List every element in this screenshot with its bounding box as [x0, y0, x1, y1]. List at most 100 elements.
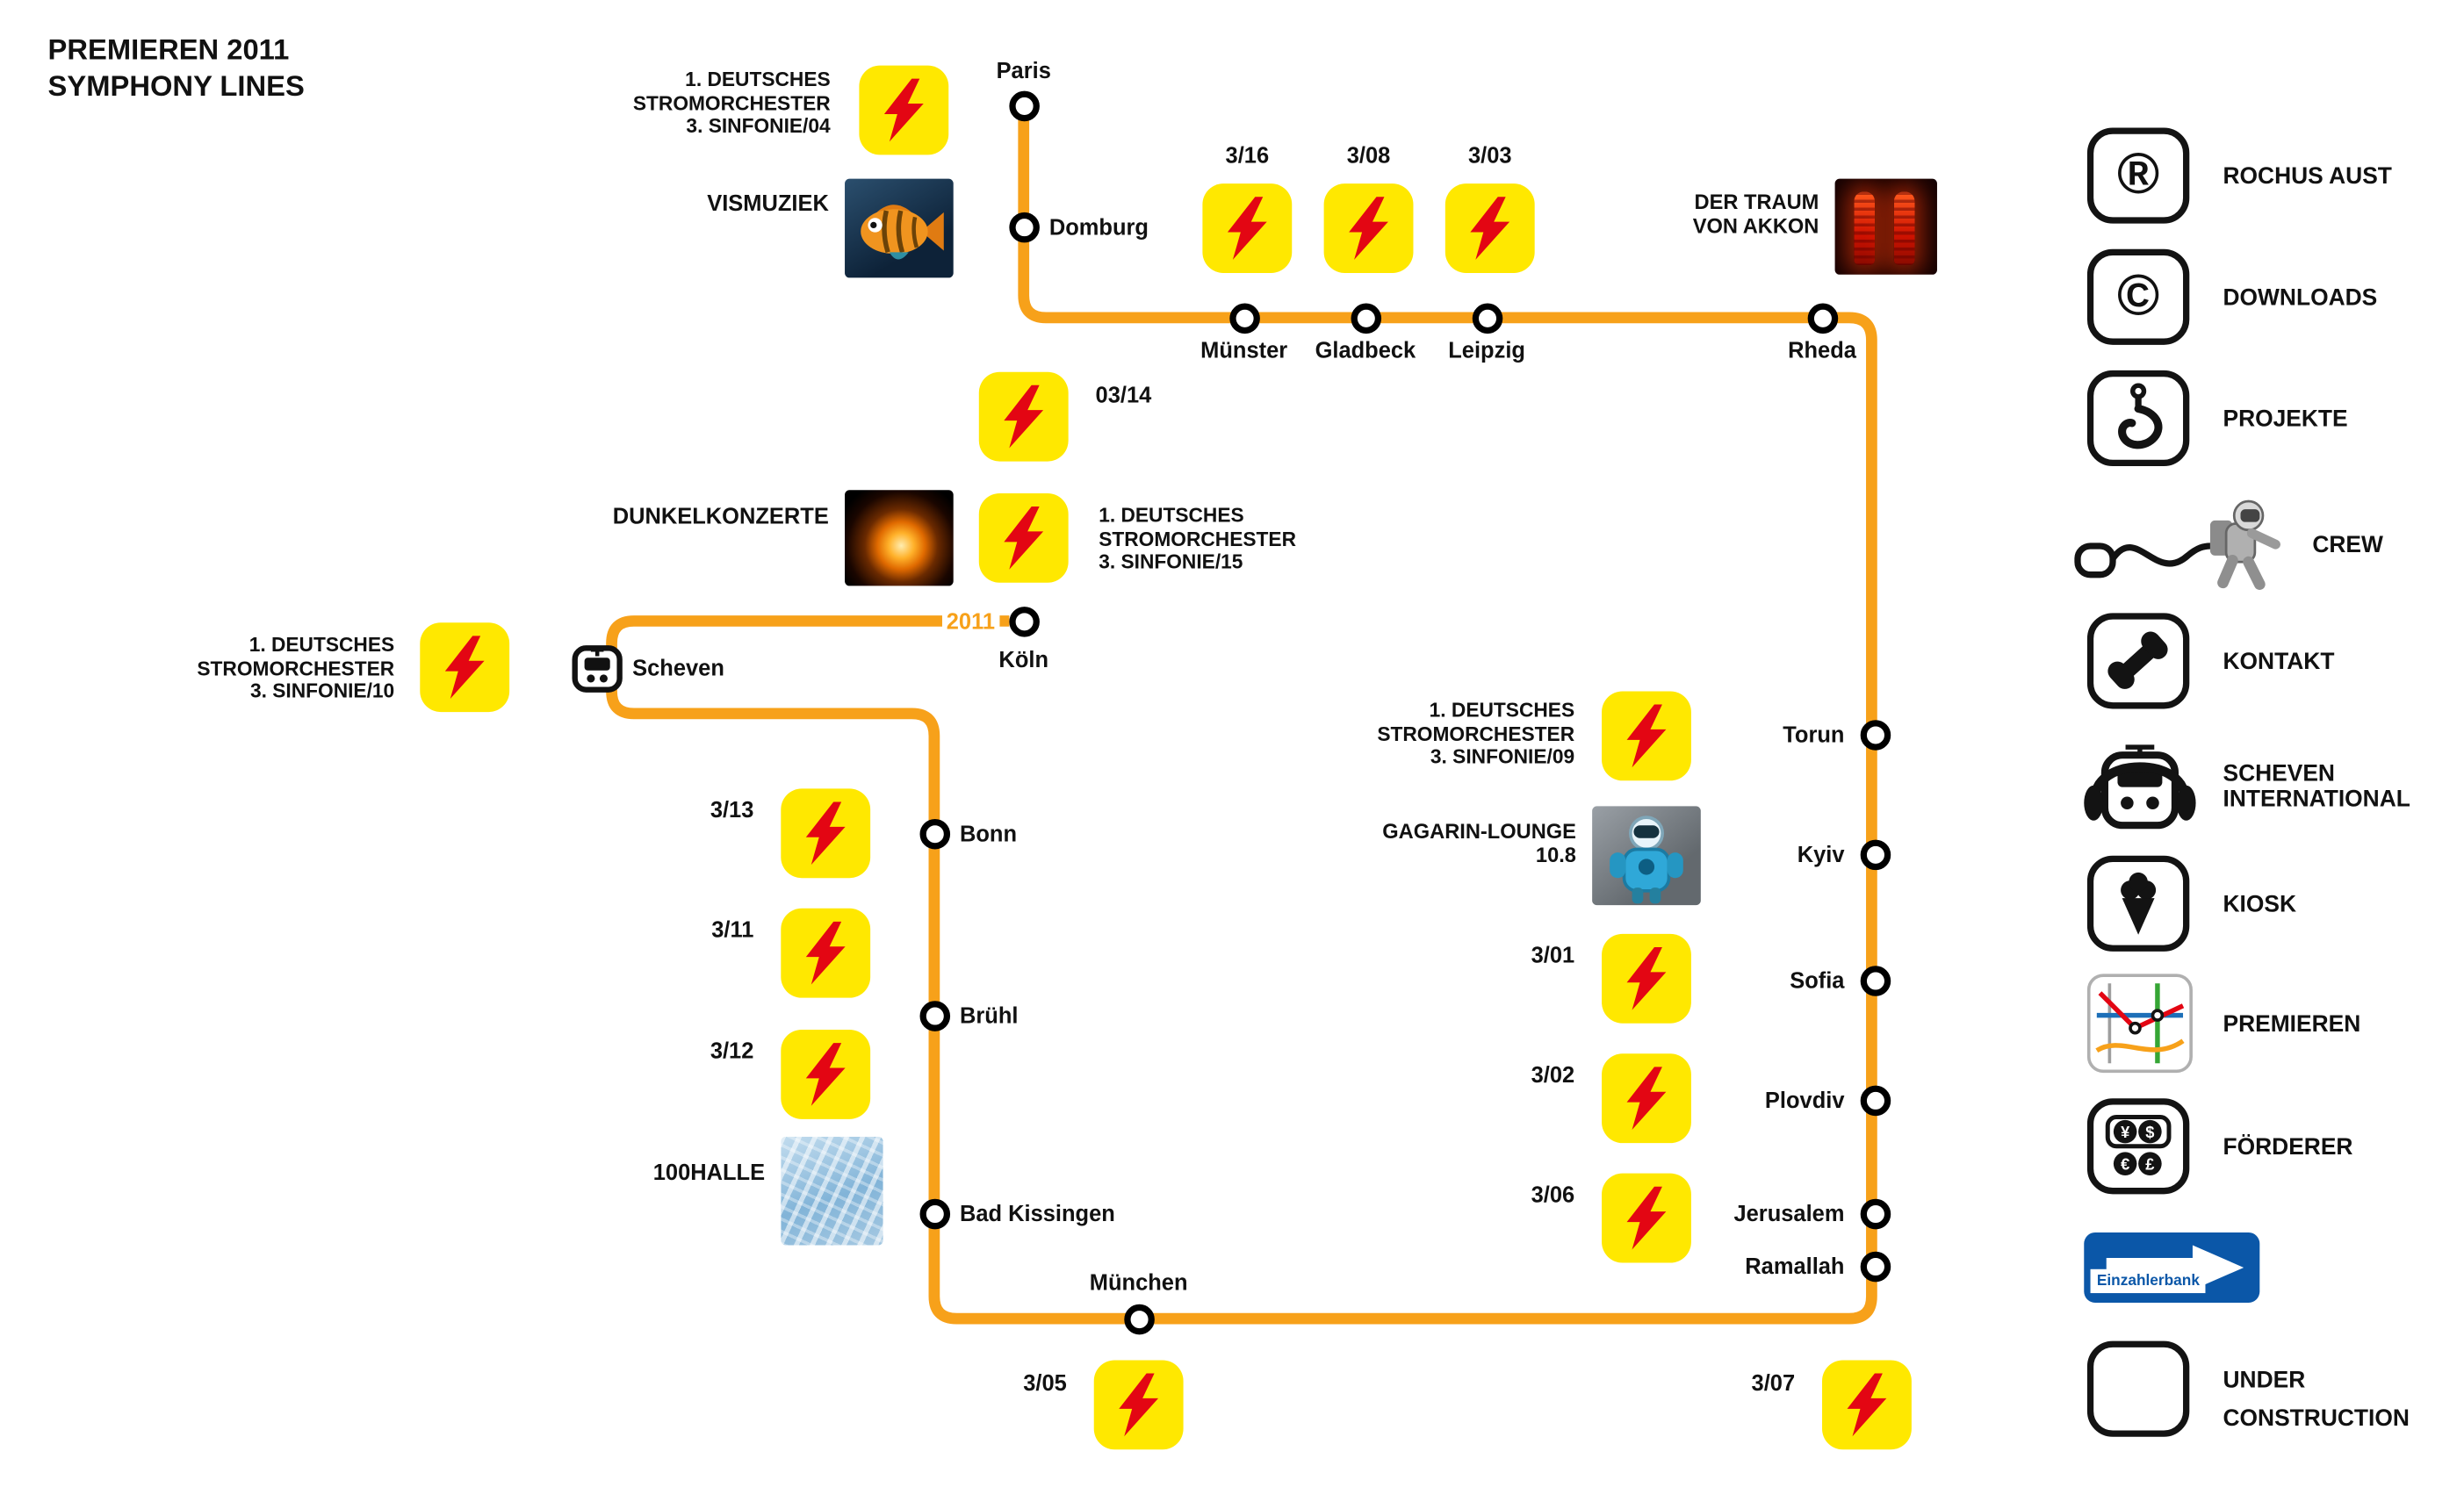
legend-icon-kontakt[interactable] [2086, 613, 2190, 709]
event-bolt-3-11[interactable] [781, 908, 871, 998]
lightning-icon [1610, 1061, 1683, 1135]
event-bolt-3-06[interactable] [1602, 1173, 1691, 1263]
station-label-jerusalem: Jerusalem [1733, 1200, 1845, 1226]
lightning-icon [1332, 191, 1406, 265]
station-label-ramallah: Ramallah [1745, 1253, 1845, 1279]
svg-text:€: € [2121, 1154, 2129, 1173]
event-bolt-3-07[interactable] [1822, 1360, 1912, 1450]
station-label-leipzig: Leipzig [1448, 336, 1525, 363]
registered-icon: ® [2116, 140, 2160, 206]
event-label-sinfonie04: 1. DEUTSCHES STROMORCHESTER 3. SINFONIE/… [632, 68, 831, 138]
event-date-3-11: 3/11 [711, 916, 754, 942]
legend-label-foerderer[interactable]: FÖRDERER [2223, 1135, 2353, 1161]
legend-icon-downloads[interactable]: © [2086, 248, 2190, 345]
project-image-vismuziek[interactable] [845, 178, 954, 278]
arrow-right-icon [2106, 1245, 2244, 1290]
event-date-3-12: 3/12 [710, 1038, 754, 1064]
title-line2: SYMPHONY LINES [47, 70, 305, 103]
lightning-icon [1610, 1182, 1683, 1255]
legend-label-projekte[interactable]: PROJEKTE [2223, 406, 2348, 433]
project-label-100halle: 100HALLE [652, 1159, 766, 1185]
event-bolt-3-01[interactable] [1602, 933, 1691, 1024]
event-bolt-3-03[interactable] [1445, 183, 1535, 273]
legend-label-kontakt[interactable]: KONTAKT [2223, 650, 2335, 676]
currency-icon: ¥ $ € £ [2105, 1115, 2172, 1175]
legend-sign-einzahlerbank[interactable]: Einzahlerbank [2084, 1232, 2260, 1303]
legend-label-premieren[interactable]: PREMIEREN [2223, 1011, 2361, 1038]
legend-icon-projekte[interactable] [2086, 370, 2190, 467]
legend-icon-foerderer[interactable]: ¥ $ € £ [2086, 1098, 2190, 1195]
station-label-muenchen: München [1089, 1268, 1188, 1295]
event-bolt-sinfonie10[interactable] [420, 622, 510, 713]
station-label-bonn: Bonn [959, 820, 1018, 846]
station-label-sofia: Sofia [1790, 967, 1845, 994]
event-date-3-01: 3/01 [1531, 941, 1575, 968]
station-dot-kyiv [1859, 838, 1891, 870]
event-bolt-03-14[interactable] [978, 371, 1069, 462]
event-bolt-3-16[interactable] [1202, 183, 1293, 273]
station-label-gladbeck: Gladbeck [1315, 336, 1416, 363]
station-label-scheven: Scheven [632, 654, 724, 680]
legend-label-under-construction: UNDER CONSTRUCTION [2223, 1368, 2410, 1433]
legend-icon-premieren[interactable] [2086, 974, 2193, 1074]
scheven-train-icon [572, 642, 623, 693]
station-label-torun: Torun [1783, 722, 1845, 748]
legend-label-kiosk[interactable]: KIOSK [2223, 892, 2297, 918]
event-bolt-3-13[interactable] [781, 788, 871, 879]
event-bolt-3-08[interactable] [1323, 183, 1414, 273]
event-date-3-02: 3/02 [1531, 1061, 1575, 1088]
ice-cream-icon [2121, 872, 2157, 935]
astronaut-icon [2074, 499, 2280, 590]
lightning-icon [789, 1038, 862, 1111]
station-label-paris: Paris [996, 57, 1051, 83]
station-dot-koeln [1008, 606, 1039, 636]
project-label-dunkelkonzerte: DUNKELKONZERTE [612, 502, 829, 528]
station-dot-ramallah [1859, 1250, 1891, 1282]
event-date-3-06: 3/06 [1531, 1181, 1575, 1207]
project-image-gagarin[interactable] [1592, 806, 1701, 906]
legend-icon-crew[interactable] [2073, 492, 2297, 593]
event-bolt-3-12[interactable] [781, 1029, 871, 1119]
red-light-panel [1854, 191, 1876, 265]
legend-icon-kiosk[interactable] [2086, 855, 2190, 952]
event-bolt-3-05[interactable] [1093, 1360, 1184, 1450]
event-date-03-14: 03/14 [1095, 381, 1152, 407]
event-date-3-05: 3/05 [1023, 1369, 1067, 1396]
legend-label-rochus-aust[interactable]: ROCHUS AUST [2223, 164, 2392, 190]
project-image-100halle[interactable] [781, 1136, 883, 1246]
project-image-akkon[interactable] [1834, 178, 1937, 275]
station-dot-domburg [1008, 211, 1039, 242]
project-label-vismuziek: VISMUZIEK [707, 190, 829, 216]
lightning-icon [1210, 191, 1284, 265]
station-label-plovdiv: Plovdiv [1764, 1087, 1845, 1113]
lightning-icon [987, 380, 1061, 454]
year-label: 2011 [941, 607, 1000, 634]
legend-label-crew[interactable]: CREW [2312, 533, 2383, 559]
red-light-panel [1893, 191, 1915, 265]
legend-label-downloads[interactable]: DOWNLOADS [2223, 285, 2378, 312]
legend-icon-scheven-international[interactable] [2078, 728, 2202, 833]
event-label-sinfonie09: 1. DEUTSCHES STROMORCHESTER 3. SINFONIE/… [1377, 699, 1575, 768]
station-dot-muenster [1228, 302, 1259, 334]
station-dot-gladbeck [1350, 302, 1381, 334]
station-label-bruehl: Brühl [959, 1002, 1019, 1029]
event-bolt-3-02[interactable] [1602, 1053, 1691, 1144]
station-dot-bad-kissingen [919, 1197, 950, 1229]
svg-text:£: £ [2145, 1154, 2154, 1173]
event-label-sinfonie10: 1. DEUTSCHES STROMORCHESTER 3. SINFONIE/… [197, 633, 395, 703]
event-date-3-08: 3/08 [1346, 141, 1391, 168]
event-date-3-13: 3/13 [710, 796, 754, 823]
title-line1: PREMIEREN 2011 [47, 33, 290, 66]
event-bolt-sinfonie15[interactable] [978, 492, 1069, 583]
project-label-akkon: DER TRAUM VON AKKON [1692, 190, 1819, 238]
event-label-sinfonie15: 1. DEUTSCHES STROMORCHESTER 3. SINFONIE/… [1099, 504, 1297, 573]
phone-icon [2107, 631, 2168, 689]
legend-label-scheven-international[interactable]: SCHEVEN INTERNATIONAL [2223, 761, 2410, 813]
copyright-icon: © [2116, 262, 2160, 327]
legend-icon-rochus-aust[interactable]: ® [2086, 127, 2190, 224]
lightning-icon [428, 630, 501, 704]
event-bolt-sinfonie09[interactable] [1602, 691, 1691, 781]
project-image-dunkelkonzerte[interactable] [845, 490, 954, 586]
event-bolt-sinfonie04[interactable] [859, 65, 949, 155]
lightning-icon [1610, 700, 1683, 773]
